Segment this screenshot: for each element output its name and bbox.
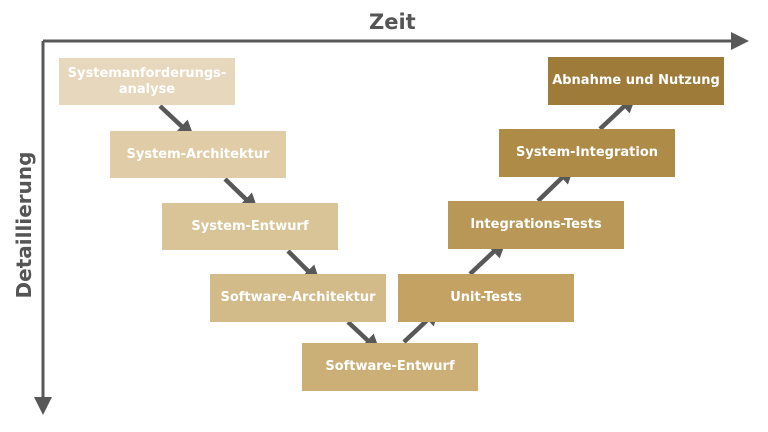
phase-system-integration: System-Integration [499,129,675,177]
phase-label: Unit-Tests [450,290,522,305]
phase-system-architektur: System-Architektur [110,131,286,178]
phase-integrations-tests: Integrations-Tests [448,201,624,249]
time-axis-label: Zeit [369,10,416,34]
phase-label: Abnahme und Nutzung [552,73,720,88]
phase-unit-tests: Unit-Tests [398,274,574,322]
phase-label: Software-Architektur [220,290,376,305]
phase-label: System-Integration [515,145,659,160]
phase-label-line: Systemanforderungs- [67,65,227,81]
phase-label-line: analyse [118,81,176,97]
phase-software-architektur: Software-Architektur [210,274,386,322]
phase-label: Integrations-Tests [470,217,602,232]
detail-axis-label: Detaillierung [12,151,36,299]
phase-label: System-Entwurf [191,218,309,234]
phase-systemanforderungsanalyse: Systemanforderungs- analyse [59,58,235,105]
phase-abnahme-und-nutzung: Abnahme und Nutzung [548,57,724,105]
phase-software-entwurf: Software-Entwurf [302,343,478,391]
phase-label: System-Architektur [126,146,270,162]
phase-label: Software-Entwurf [325,359,455,374]
phase-system-entwurf: System-Entwurf [162,203,338,250]
